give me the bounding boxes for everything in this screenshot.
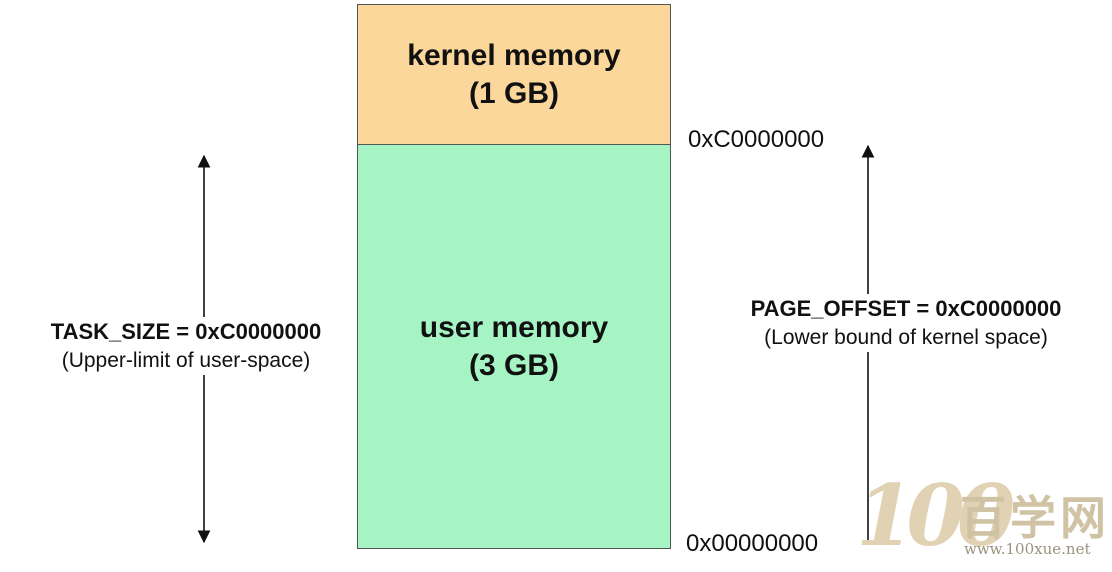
kernel-memory-size: (1 GB) [469,76,559,110]
user-memory-size: (3 GB) [469,348,559,382]
user-memory-block: user memory (3 GB) [357,144,671,549]
user-memory-title: user memory [419,310,609,344]
watermark-url: www.100xue.net [964,540,1091,558]
task-size-desc: (Upper-limit of user-space) [61,349,311,372]
kernel-memory-title: kernel memory [407,38,621,72]
watermark-logo: 100 [856,466,1015,565]
page-offset-title: PAGE_OFFSET = 0xC0000000 [750,296,1062,321]
watermark-name: 百学网 [960,492,1110,544]
page-offset-label: PAGE_OFFSET = 0xC0000000 (Lower bound of… [708,294,1104,352]
task-size-label: TASK_SIZE = 0xC0000000 (Upper-limit of u… [16,317,356,375]
watermark: 100 百学网 www.100xue.net [856,468,1106,568]
kernel-memory-block: kernel memory (1 GB) [357,4,671,145]
task-size-title: TASK_SIZE = 0xC0000000 [50,319,322,344]
page-offset-desc: (Lower bound of kernel space) [764,326,1048,349]
address-bottom: 0x00000000 [686,530,819,557]
address-top: 0xC0000000 [688,126,825,153]
